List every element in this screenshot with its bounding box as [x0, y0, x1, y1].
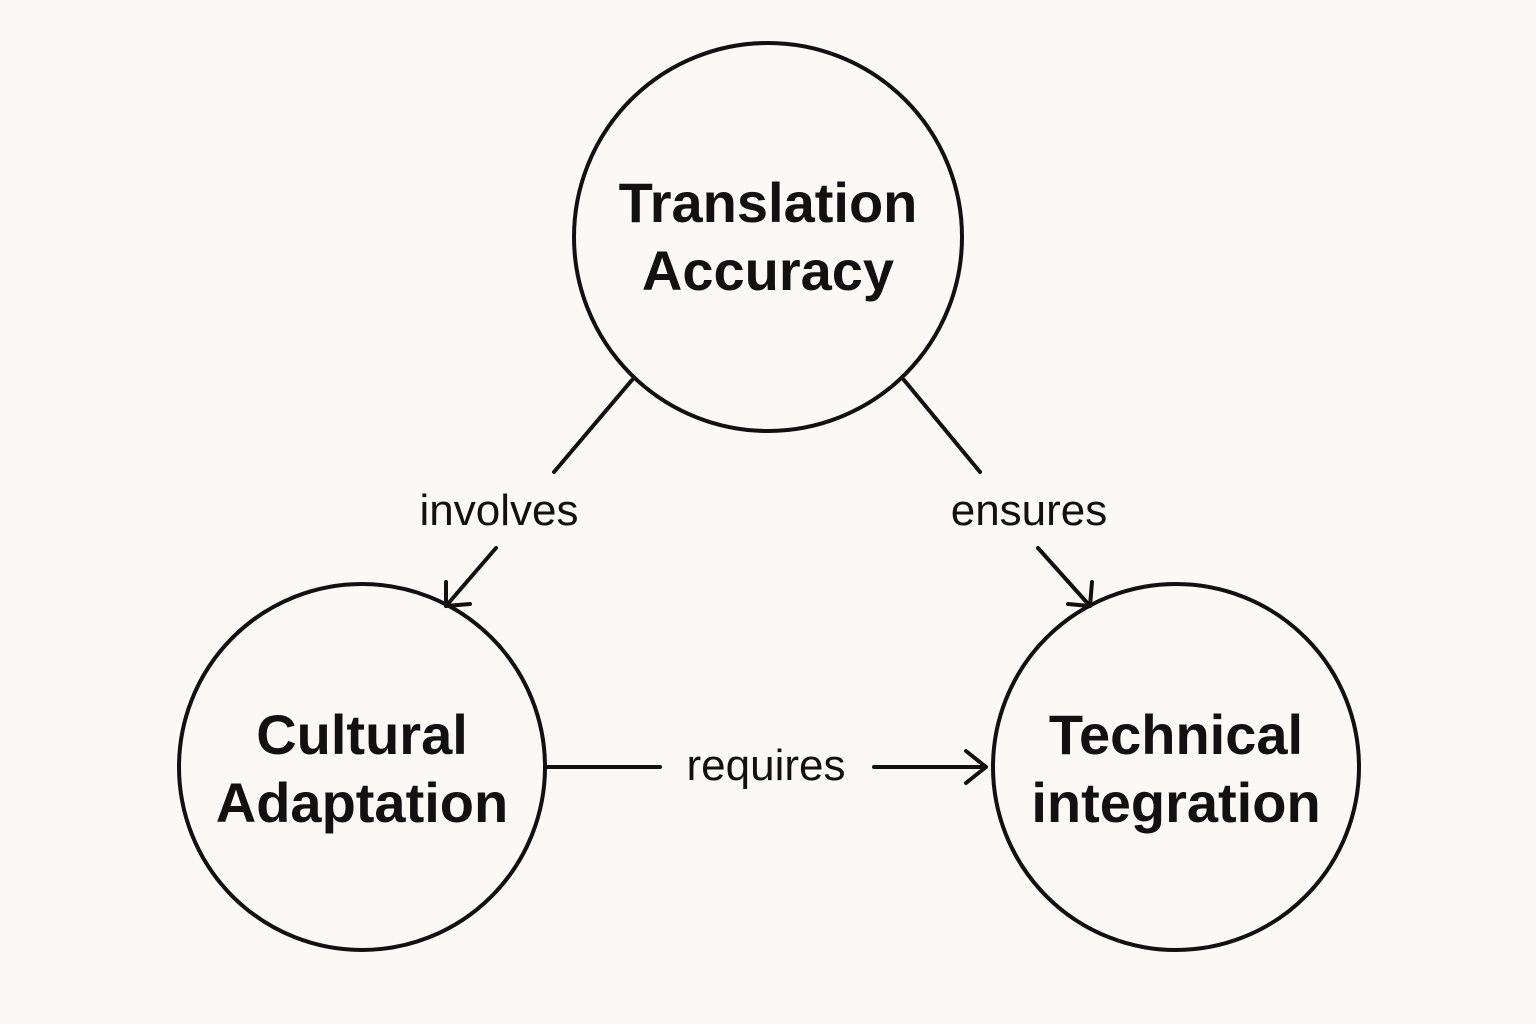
edge-ensures-label: ensures — [951, 486, 1108, 535]
node-technical-integration-line1: Technical — [1049, 703, 1303, 766]
node-cultural-adaptation-circle — [177, 582, 547, 952]
node-translation-accuracy-line1: Translation — [619, 171, 918, 234]
edge-involves-line-upper — [552, 378, 634, 474]
node-technical-integration: Technical integration — [991, 582, 1361, 952]
node-technical-integration-line2: integration — [1031, 771, 1320, 834]
edge-involves: involves — [420, 378, 634, 608]
node-cultural-adaptation-line2: Adaptation — [216, 771, 508, 834]
edge-requires-arrowhead — [964, 749, 988, 785]
edge-requires-label: requires — [687, 741, 846, 790]
edge-ensures: ensures — [902, 378, 1108, 608]
node-translation-accuracy-circle — [572, 41, 964, 433]
node-translation-accuracy: Translation Accuracy — [572, 41, 964, 433]
edge-ensures-line-upper — [902, 378, 982, 474]
node-technical-integration-circle — [991, 582, 1361, 952]
edge-involves-label: involves — [420, 486, 579, 535]
edge-requires: requires — [544, 741, 988, 790]
node-cultural-adaptation: Cultural Adaptation — [177, 582, 547, 952]
node-cultural-adaptation-line1: Cultural — [256, 703, 468, 766]
edge-ensures-line-lower — [1036, 546, 1092, 608]
edge-involves-line-lower — [444, 546, 498, 608]
node-translation-accuracy-line2: Accuracy — [642, 239, 894, 302]
